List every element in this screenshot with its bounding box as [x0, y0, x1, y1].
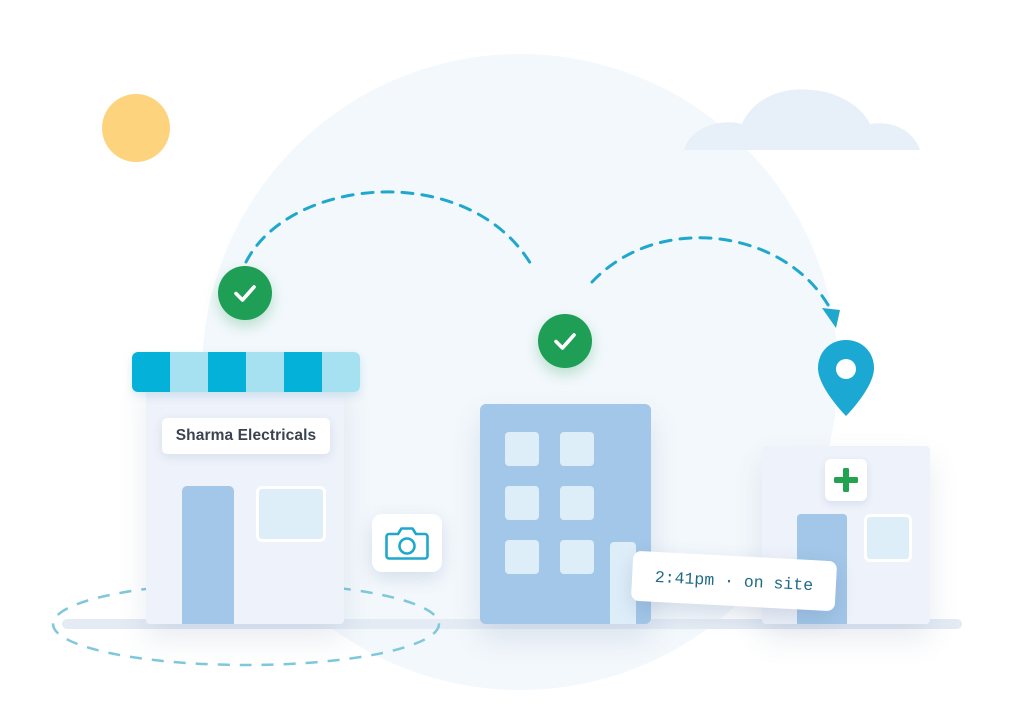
check-icon: [218, 266, 272, 320]
awning-stripe: [246, 352, 284, 392]
camera-badge: [372, 514, 442, 572]
awning-stripe: [170, 352, 208, 392]
office-window: [505, 540, 539, 574]
office-window: [505, 432, 539, 466]
sun-icon: [102, 94, 170, 162]
medical-cross-icon: [834, 468, 858, 492]
route-arrowhead: [822, 308, 840, 328]
office-window: [560, 432, 594, 466]
cloud-icon: [684, 89, 920, 150]
time-chip: 2:41pm · on site: [630, 550, 838, 612]
awning-stripe: [208, 352, 246, 392]
shop-window: [256, 486, 326, 542]
shop-door: [182, 486, 234, 624]
office-building: [480, 404, 651, 624]
camera-icon: [385, 527, 429, 560]
office-window: [505, 486, 539, 520]
awning-stripe: [284, 352, 322, 392]
awning-stripe: [132, 352, 170, 392]
awning-stripe: [322, 352, 360, 392]
route-path-1: [244, 190, 534, 268]
shop-sign: Sharma Electricals: [162, 418, 330, 454]
clinic-sign: [825, 459, 867, 501]
office-window: [560, 540, 594, 574]
clinic-window: [864, 514, 912, 562]
check-icon: [538, 314, 592, 368]
geofence-ring: [51, 581, 441, 667]
shop-awning: [132, 352, 360, 392]
office-window: [560, 486, 594, 520]
route-path-2: [590, 236, 834, 314]
backdrop-circle: [202, 54, 838, 690]
location-pin-icon: [818, 340, 874, 416]
